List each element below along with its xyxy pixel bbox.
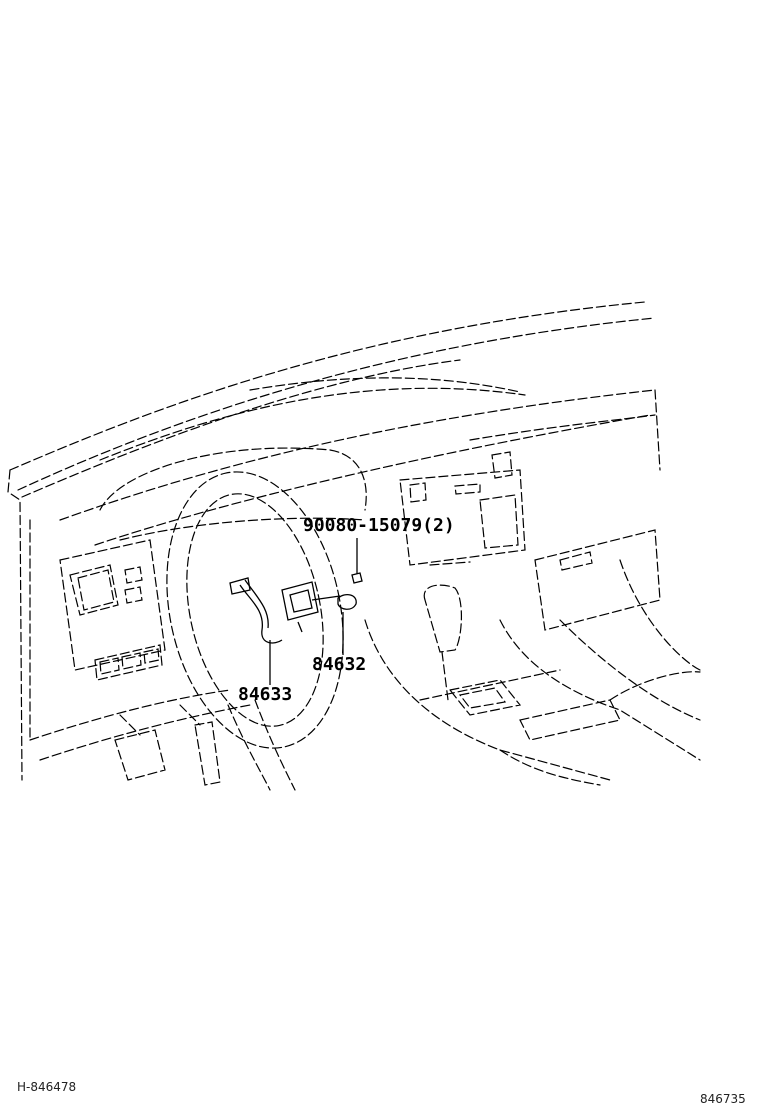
left-switch-2: [122, 653, 141, 669]
glovebox-handle: [560, 552, 592, 570]
left-vent-inner: [78, 570, 114, 610]
left-switch-1: [100, 658, 119, 674]
wire-harness-2: [245, 580, 268, 628]
left-knob: [125, 567, 142, 583]
center-screen: [480, 495, 518, 548]
console-lid: [520, 700, 620, 740]
wire-harness: [240, 585, 282, 643]
right-lower-curve: [610, 672, 700, 700]
spiral-hint: [298, 622, 302, 632]
defroster-vent: [250, 378, 520, 392]
steering-column-2: [228, 705, 270, 790]
switch-lever: [312, 596, 340, 600]
switch-lever-end: [338, 595, 356, 610]
lower-dash-left-2: [40, 705, 250, 760]
shifter-knob: [424, 585, 461, 652]
console-left-edge: [365, 620, 610, 780]
cluster-hood: [100, 448, 366, 510]
left-knob-2: [125, 587, 142, 603]
steering-wheel-outer: [143, 455, 368, 764]
dash-front-edge: [60, 390, 655, 520]
dash-right-upper: [470, 415, 655, 440]
left-switch-row: [95, 645, 162, 680]
clock-block: [492, 452, 512, 478]
diagram-code-right: 846735: [700, 1092, 746, 1106]
center-vent-2: [455, 484, 480, 494]
switch-body-detail: [290, 590, 312, 612]
shifter-stem: [442, 652, 448, 700]
steering-wheel-inner: [167, 481, 343, 739]
callout-part-84632[interactable]: 84632: [312, 654, 367, 675]
accel-pedal: [195, 722, 220, 785]
right-side-line: [655, 390, 660, 470]
left-vent: [70, 565, 118, 615]
callout-part-84633[interactable]: 84633: [238, 684, 293, 705]
bolt-head: [352, 573, 362, 583]
switch-body: [282, 582, 318, 620]
lower-dash-left: [30, 690, 230, 740]
connector-left: [230, 578, 250, 594]
windshield-edge: [10, 302, 645, 470]
callout-bolt-90080-15079[interactable]: 90080-15079(2): [303, 515, 455, 536]
steering-column: [255, 700, 295, 790]
center-slot: [430, 562, 470, 565]
brake-pedal: [115, 730, 165, 780]
console-right-edge: [500, 620, 700, 760]
brake-pedal-arm: [120, 715, 140, 735]
glovebox: [535, 530, 660, 630]
center-vent: [410, 483, 426, 502]
console-panel: [420, 670, 560, 700]
shift-gate-inner: [460, 688, 505, 708]
diagram-code-left: H-846478: [17, 1080, 77, 1094]
dash-upper-curve: [100, 388, 525, 460]
left-dash-block: [60, 540, 165, 670]
dash-top-line: [22, 360, 460, 497]
center-stack: [400, 470, 525, 565]
right-door-line: [620, 560, 700, 670]
windshield-inner-edge: [18, 318, 655, 490]
cluster-hood-lower: [120, 518, 365, 540]
left-pillar: [8, 470, 22, 780]
left-switch-3: [144, 649, 159, 663]
floor-center: [500, 750, 600, 785]
right-door-lower: [560, 620, 700, 720]
dash-lower-edge: [95, 415, 650, 545]
shift-gate: [450, 680, 520, 715]
accel-pedal-arm: [180, 705, 200, 725]
